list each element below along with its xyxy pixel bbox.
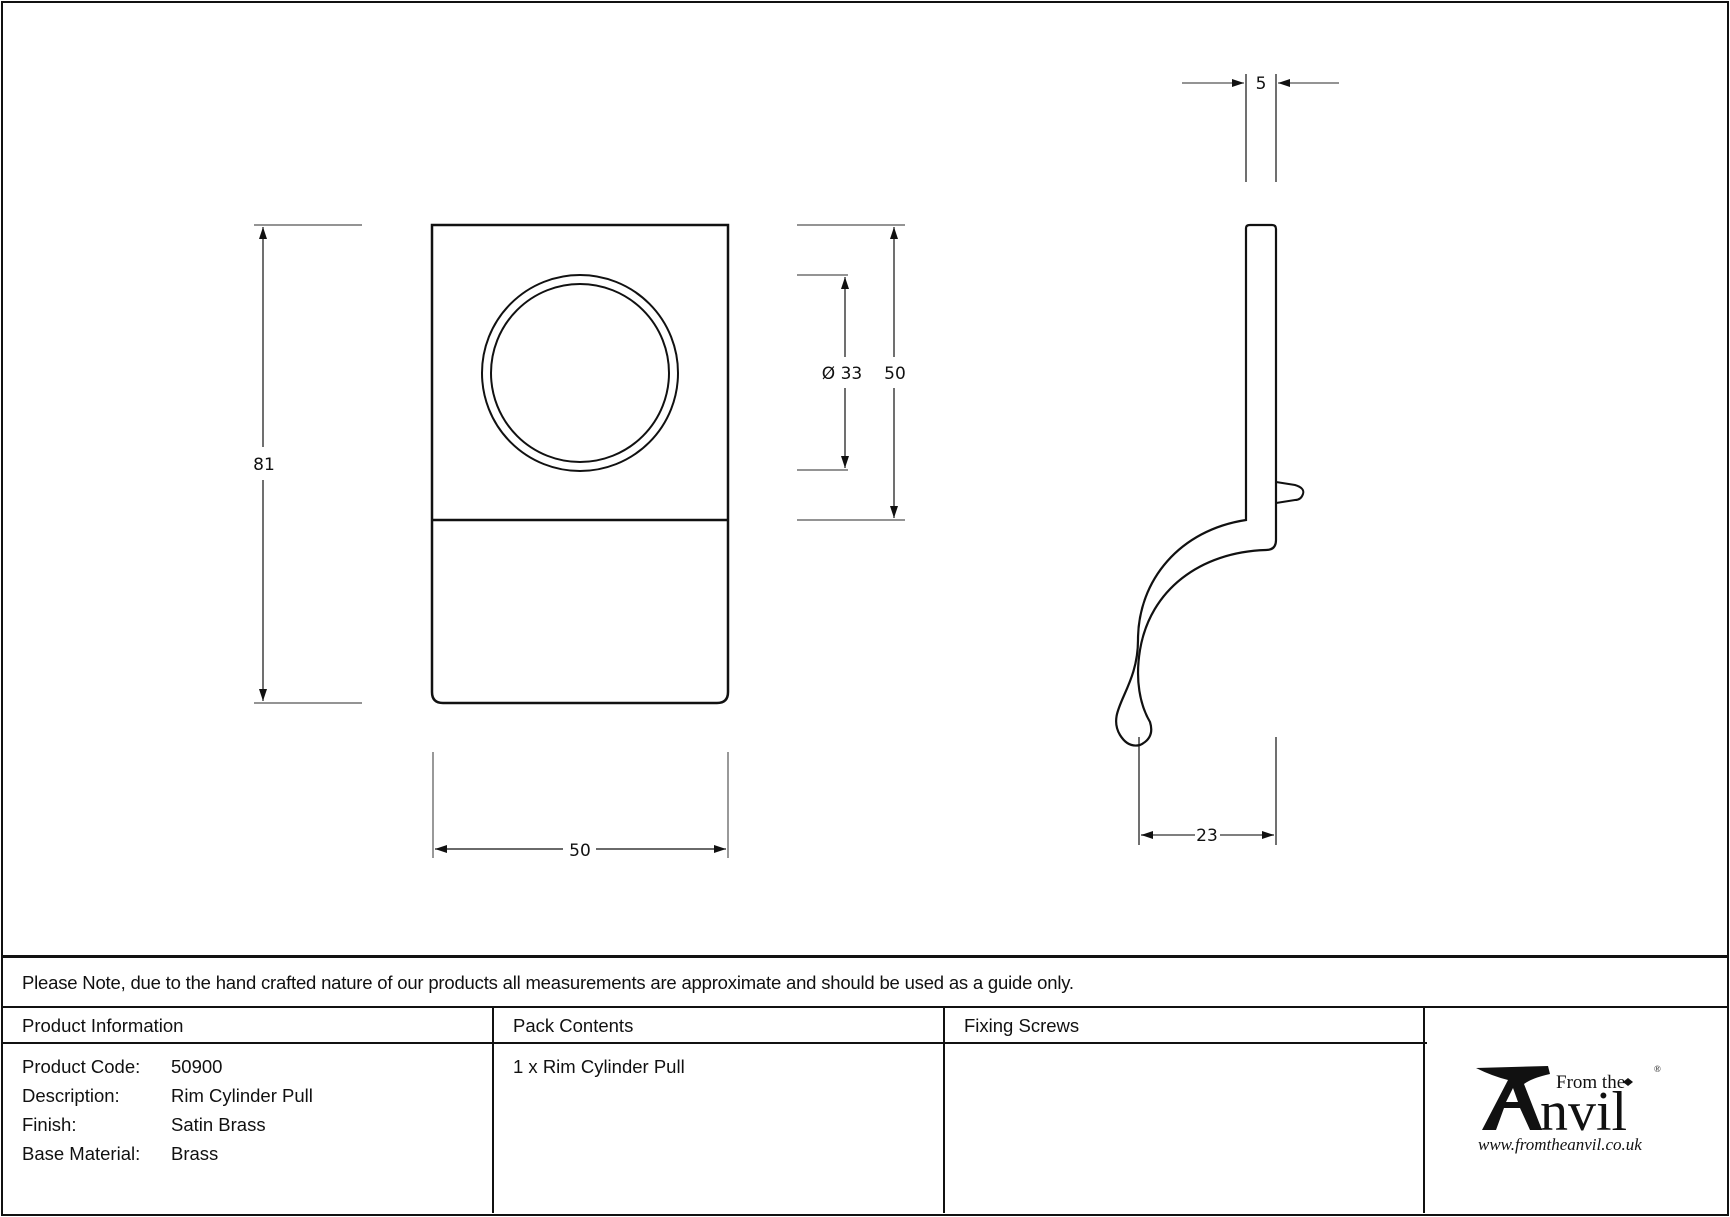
pack-contents-panel: Pack Contents 1 x Rim Cylinder Pull xyxy=(494,1008,943,1213)
info-value: Rim Cylinder Pull xyxy=(171,1085,313,1106)
info-label: Base Material: xyxy=(22,1143,141,1164)
fixing-screws-header: Fixing Screws xyxy=(964,1015,1080,1036)
table-header-rule xyxy=(3,1042,1427,1044)
pack-contents-item: 1 x Rim Cylinder Pull xyxy=(513,1056,685,1077)
logo-registered: ® xyxy=(1654,1064,1661,1074)
plate-outline xyxy=(430,223,730,705)
info-value: 50900 xyxy=(171,1056,223,1077)
diamond-icon xyxy=(1623,1078,1633,1086)
info-label: Description: xyxy=(22,1085,120,1106)
dim-label-50-upper: 50 xyxy=(884,364,906,384)
product-information-header: Product Information xyxy=(22,1015,184,1036)
pull-profile xyxy=(1114,223,1278,747)
dimension-23 xyxy=(1138,737,1277,845)
col-divider-1 xyxy=(492,1006,494,1213)
dim-label-50-width: 50 xyxy=(569,841,591,861)
note-text: Please Note, due to the hand crafted nat… xyxy=(22,972,1074,993)
dimension-81 xyxy=(254,224,362,704)
table-top-rule-full xyxy=(3,1006,1727,1008)
info-value: Brass xyxy=(171,1143,219,1164)
col-divider-2 xyxy=(943,1006,945,1213)
fixing-spigot xyxy=(1275,481,1305,504)
dim-label-23: 23 xyxy=(1196,826,1218,846)
logo-anvil-text: nvil xyxy=(1540,1081,1627,1143)
pack-contents-header: Pack Contents xyxy=(513,1015,634,1036)
dim-label-dia-33: Ø 33 xyxy=(822,364,862,384)
dimension-50-upper xyxy=(797,224,905,521)
dimension-50-width xyxy=(432,752,729,858)
info-value: Satin Brass xyxy=(171,1114,266,1135)
technical-drawing: 81 50 Ø 33 50 5 2 xyxy=(253,74,1339,861)
logo-from-the: From the xyxy=(1556,1072,1625,1093)
measurement-note: Please Note, due to the hand crafted nat… xyxy=(3,955,1727,1006)
dimension-5 xyxy=(1182,74,1339,182)
info-label: Finish: xyxy=(22,1114,77,1135)
dimension-dia-33 xyxy=(797,274,849,471)
dim-label-5: 5 xyxy=(1256,74,1267,94)
anvil-logo-graphic: From the ® nvil www.fromtheanvil.co.uk xyxy=(1476,1064,1661,1154)
dim-label-81: 81 xyxy=(253,455,275,475)
product-information-panel: Product Information Product Code: 50900 … xyxy=(3,1008,492,1213)
logo-url: www.fromtheanvil.co.uk xyxy=(1478,1135,1642,1154)
front-view xyxy=(430,223,730,705)
fixing-screws-panel: Fixing Screws xyxy=(945,1008,1423,1213)
cylinder-inner-ring xyxy=(490,283,670,463)
info-label: Product Code: xyxy=(22,1056,141,1077)
from-the-anvil-logo: From the ® nvil www.fromtheanvil.co.uk xyxy=(1470,1058,1690,1168)
cylinder-outer-ring xyxy=(481,274,679,472)
col-divider-3 xyxy=(1423,1006,1425,1213)
side-view xyxy=(1114,223,1305,747)
